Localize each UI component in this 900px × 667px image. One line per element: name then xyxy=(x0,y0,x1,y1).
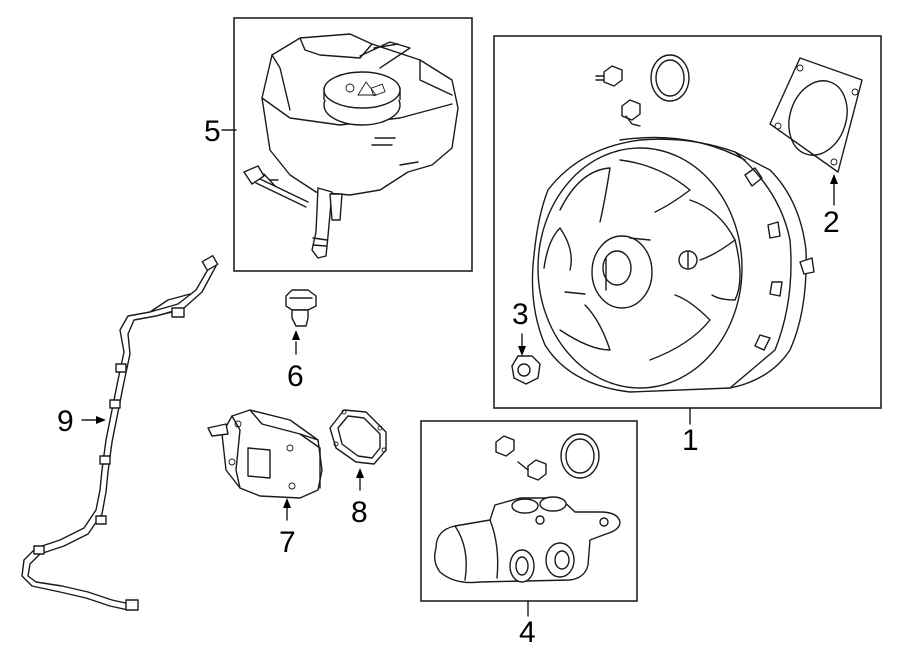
callout-1: 1 xyxy=(682,424,699,457)
master-cylinder-seal-icon xyxy=(560,433,600,479)
sensor-harness-group: 9 xyxy=(21,254,219,611)
grommet-icon[interactable] xyxy=(285,289,317,327)
vacuum-pump-icon[interactable] xyxy=(207,409,323,499)
callout-9: 9 xyxy=(57,405,74,438)
callout-7: 7 xyxy=(279,526,296,559)
brake-booster-icon[interactable] xyxy=(531,136,815,393)
leader-arrow-9 xyxy=(96,416,106,424)
callout-8: 8 xyxy=(351,496,368,529)
callout-6: 6 xyxy=(287,360,304,393)
callout-3: 3 xyxy=(512,298,529,331)
master-cylinder-group: 4 xyxy=(420,420,638,649)
pump-gasket-group: 8 xyxy=(329,409,387,529)
reservoir-box xyxy=(233,17,473,272)
booster-gasket-icon[interactable] xyxy=(769,57,863,173)
reservoir-group: 5 xyxy=(204,17,473,272)
leader-arrow-7 xyxy=(283,498,291,508)
leader-arrow-8 xyxy=(356,468,364,478)
booster-group: 2 3 1 xyxy=(493,35,882,457)
booster-stud-nut-icon xyxy=(595,65,641,127)
o-ring-icon xyxy=(650,54,690,102)
callout-2: 2 xyxy=(823,206,840,239)
leader-arrow-6 xyxy=(292,330,300,340)
master-cylinder-nut-icon xyxy=(495,435,547,481)
fluid-reservoir-icon[interactable] xyxy=(243,33,459,259)
vacuum-pump-group: 7 xyxy=(207,409,323,559)
booster-nut-icon[interactable] xyxy=(511,355,541,385)
master-cylinder-box xyxy=(420,420,638,602)
master-cylinder-icon[interactable] xyxy=(433,496,621,584)
grommet-group: 6 xyxy=(285,289,317,393)
pump-gasket-icon[interactable] xyxy=(329,409,387,465)
leader-arrow-2 xyxy=(830,174,838,184)
sensor-harness-icon[interactable] xyxy=(21,254,219,611)
callout-4: 4 xyxy=(519,616,536,649)
callout-5: 5 xyxy=(204,115,221,148)
leader-arrow-3 xyxy=(518,346,526,356)
booster-box xyxy=(493,35,882,409)
